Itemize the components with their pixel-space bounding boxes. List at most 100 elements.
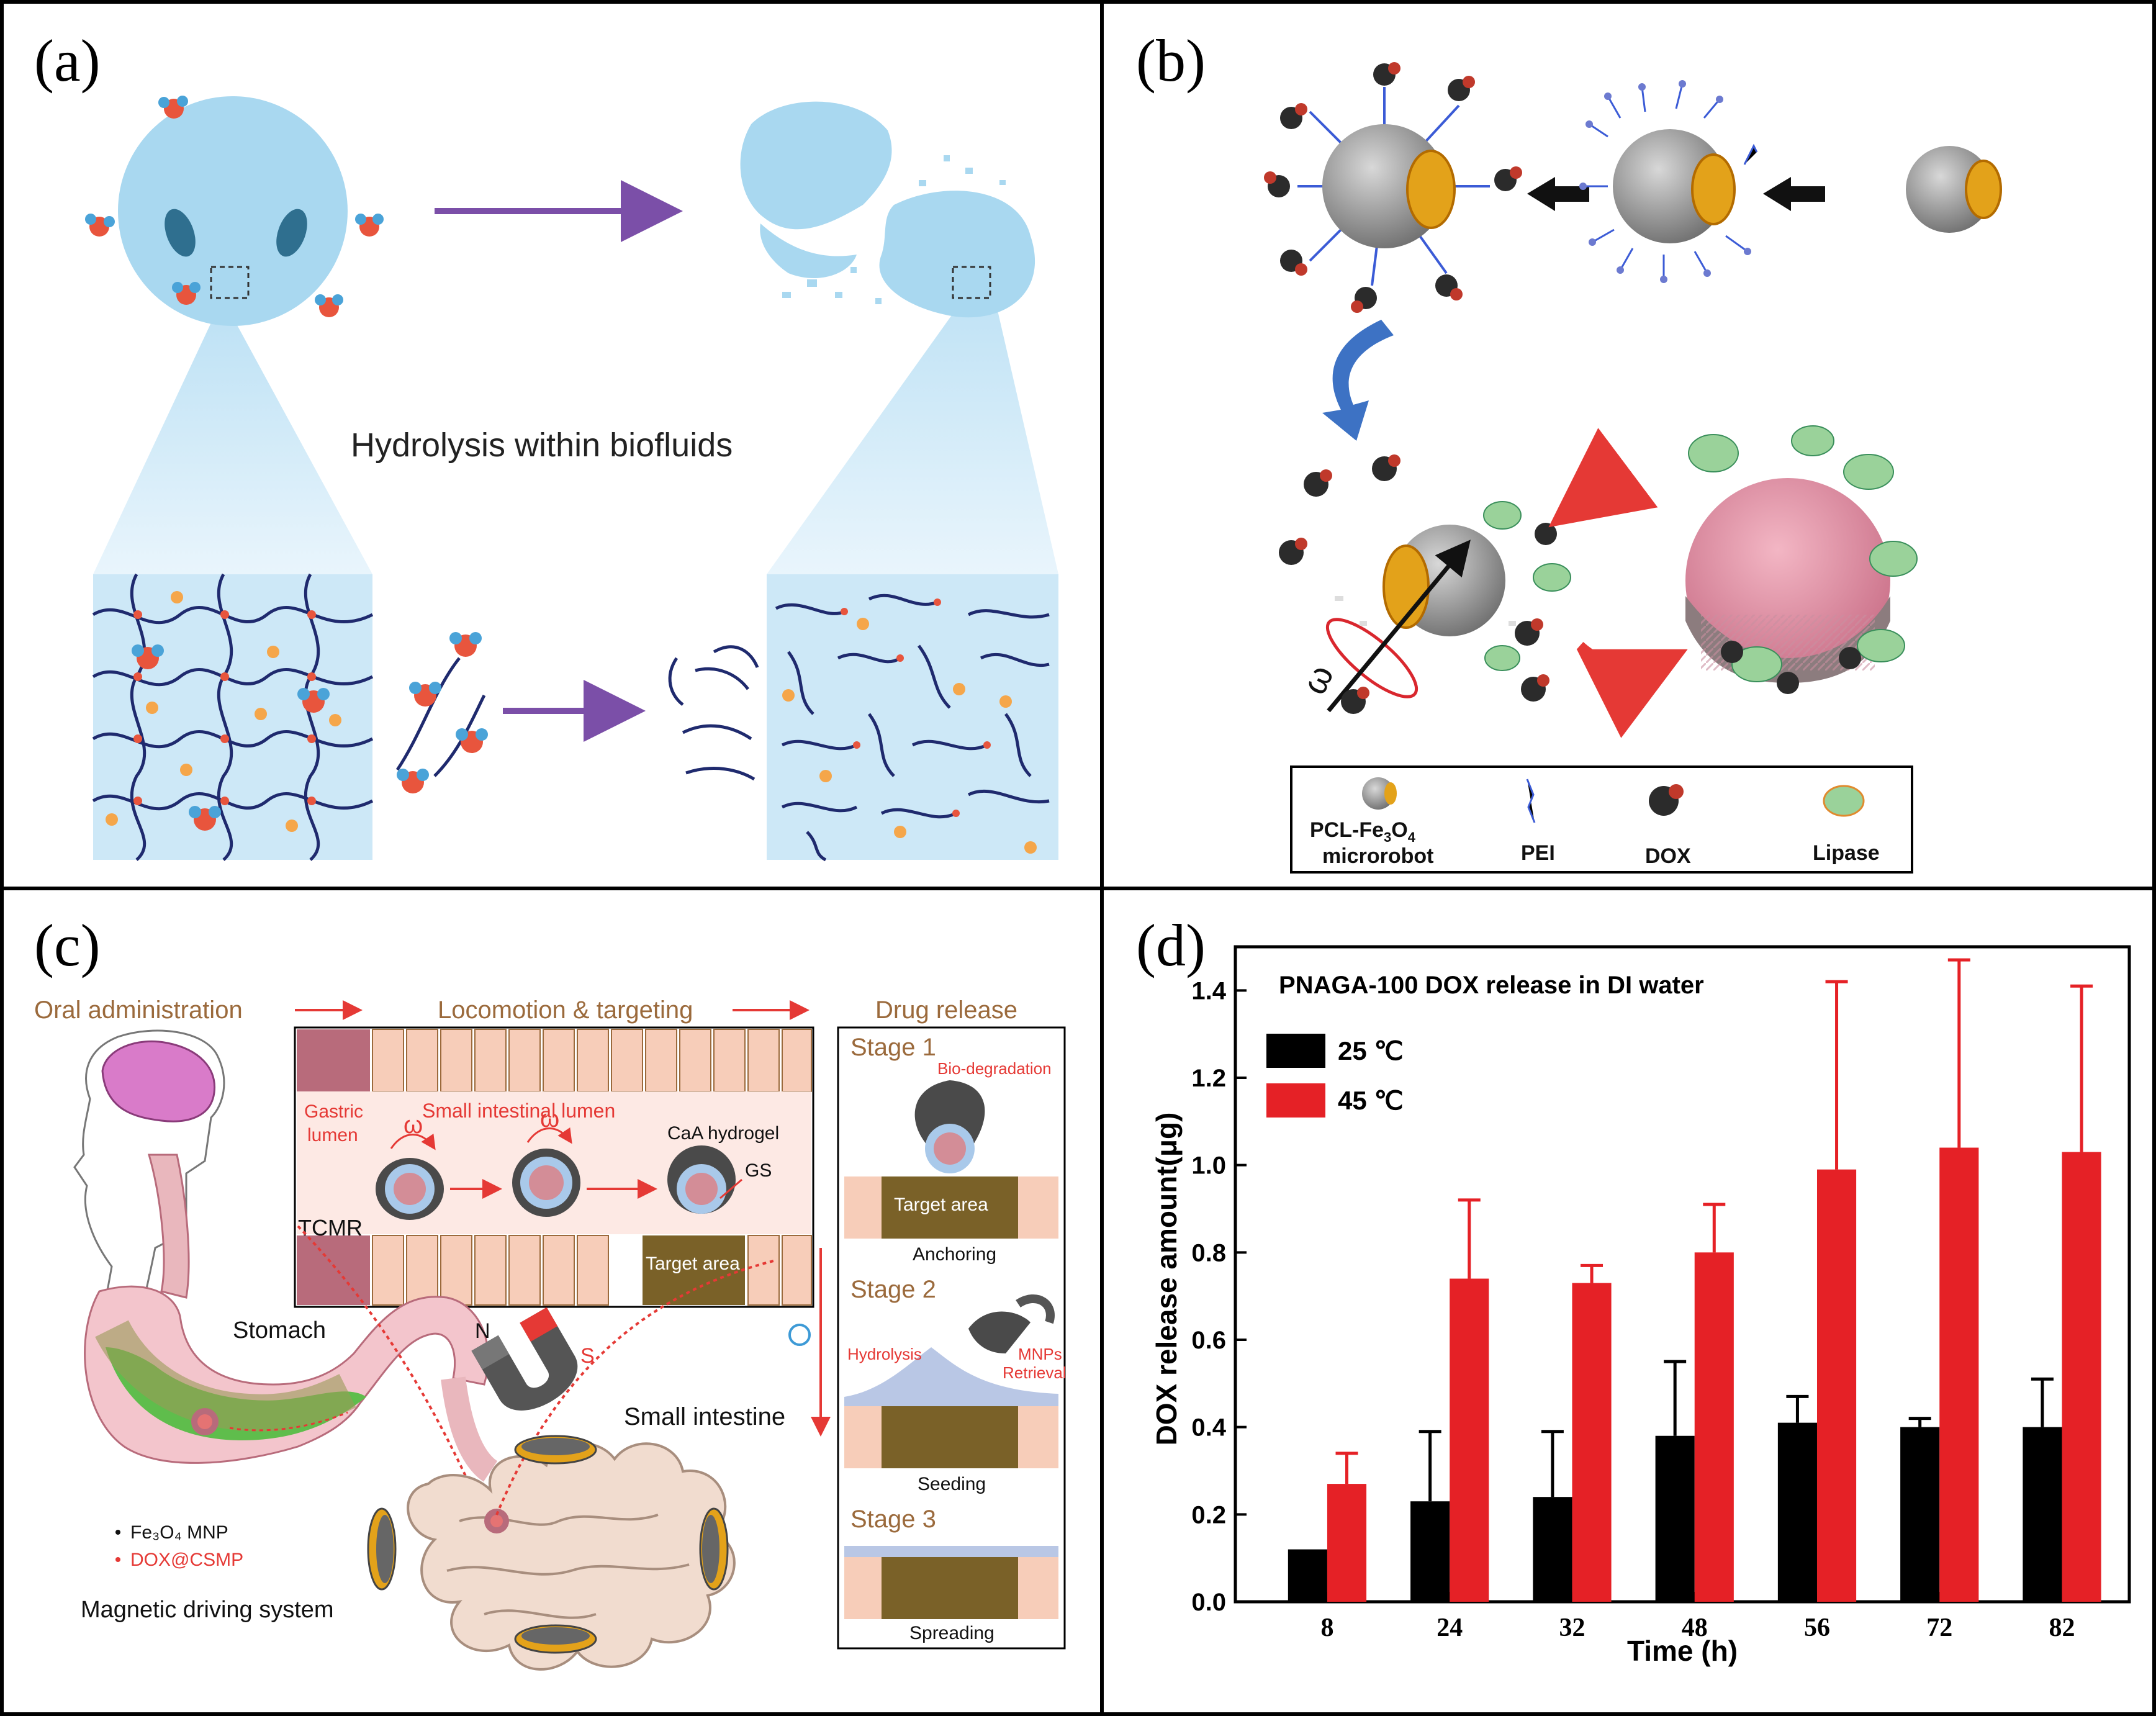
stage-1-caption: Anchoring (913, 1244, 996, 1265)
legend-label: 25 ℃ (1338, 1036, 1404, 1065)
upper-epithelium (297, 1029, 812, 1092)
x-tick-label: 56 (1804, 1614, 1830, 1642)
drug-release-stages: Stage 1 Bio-degradation Target area Anch… (788, 1026, 1067, 1650)
x-tick-label: 48 (1682, 1614, 1708, 1642)
bar-series-1 (1655, 1435, 1695, 1602)
legend-microrobot-line2: microrobot (1322, 844, 1433, 868)
lumen-inset: Gastric lumen Small intestinal lumen (294, 1026, 814, 1308)
x-tick-label: 24 (1437, 1614, 1463, 1642)
cleaving-chains (395, 632, 488, 793)
degraded-network-square (767, 574, 1058, 862)
y-ticks: 0.0 0.2 0.4 0.6 0.8 1.0 1.2 1.4 (1191, 977, 1247, 1616)
magnet-s: S (580, 1344, 595, 1368)
y-tick-label: 1.0 (1191, 1152, 1226, 1180)
degraded-polymer-sphere (740, 101, 1035, 318)
stage-2-note-right-1: MNPs (1018, 1345, 1062, 1363)
cah-label: CaA hydrogel (667, 1123, 779, 1144)
y-tick-label: 0.2 (1191, 1501, 1226, 1529)
y-tick-label: 1.4 (1191, 977, 1226, 1005)
omega-2: ω (540, 1105, 559, 1132)
legend-dox-csmp: DOX@CSMP (130, 1550, 243, 1570)
horseshoe-magnet (471, 1307, 578, 1411)
magnetic-driving-system: Magnetic driving system (81, 1597, 334, 1623)
intact-network-square (92, 573, 374, 861)
legend-microrobot-line1: PCL-Fe3O4 (1310, 818, 1416, 845)
legend-pei: PEI (1521, 841, 1555, 865)
arrow-left-2 (1763, 177, 1825, 211)
intact-polymer-sphere (118, 96, 348, 326)
gastric-lumen-1: Gastric (304, 1101, 363, 1122)
legend-fe3o4-mnp: Fe₃O₄ MNP (130, 1522, 228, 1543)
stage-2-note-left: Hydrolysis (847, 1345, 922, 1363)
small-intestine-label: Small intestine (624, 1403, 785, 1430)
bar-series-2 (2062, 1152, 2101, 1602)
x-tick-label: 82 (2049, 1614, 2075, 1642)
x-tick-label: 72 (1926, 1614, 1952, 1642)
legend-dox: DOX (1645, 844, 1691, 868)
legend-label: 45 ℃ (1338, 1086, 1404, 1115)
panel-a-label: (a) (34, 27, 101, 94)
stage-2-caption: Seeding (918, 1474, 986, 1494)
x-tick-label: 32 (1559, 1614, 1585, 1642)
bar-series-2 (1816, 1169, 1857, 1602)
bar-series-2 (1694, 1252, 1734, 1602)
free-dox-top (1494, 166, 1522, 191)
panel-a: (a) (34, 27, 1058, 862)
bars (1288, 958, 2101, 1602)
small-intestinal-lumen: Small intestinal lumen (422, 1100, 615, 1122)
x-axis-label: Time (h) (1627, 1635, 1738, 1667)
y-tick-label: 0.4 (1191, 1414, 1226, 1442)
human-silhouette (73, 1029, 225, 1336)
panel-b-legend: PCL-Fe3O4 microrobot PEI DOX Lipase (1290, 765, 1913, 874)
step-oral: Oral administration (34, 996, 243, 1024)
x-tick-label: 8 (1320, 1614, 1333, 1642)
zoom-cone-left (93, 323, 372, 574)
chart-title: PNAGA-100 DOX release in DI water (1279, 972, 1704, 999)
legend-swatch (1266, 1034, 1325, 1068)
pei-coated-robot (1579, 80, 1758, 283)
polymer-fragments (668, 645, 759, 781)
bar-series-2 (1939, 1147, 1979, 1602)
panel-b-label: (b) (1136, 27, 1206, 94)
stage-1-title: Stage 1 (850, 1034, 936, 1061)
y-axis-label: DOX release amount(μg) (1150, 1113, 1183, 1446)
lower-epithelium (297, 1235, 812, 1306)
red-arrow-back (1548, 428, 1658, 528)
gastric-lumen-2: lumen (307, 1125, 358, 1145)
stage-1-area: Target area (894, 1194, 988, 1215)
panel-d: (d) PNAGA-100 DOX release in DI water DO… (1136, 912, 2131, 1667)
omega-label-b: ω (1294, 659, 1341, 700)
bar-series-1 (1288, 1549, 1327, 1602)
lipase-degrading-sphere (1685, 425, 1918, 694)
stage-1-note: Bio-degradation (937, 1059, 1052, 1078)
zoom-cone-right (767, 292, 1058, 574)
panel-b: (b) (1136, 27, 2002, 874)
y-tick-label: 0.0 (1191, 1589, 1226, 1616)
red-arrow-forward (1576, 641, 1688, 738)
tcmr-label: TCMR (298, 1215, 363, 1240)
bar-series-1 (1533, 1497, 1572, 1602)
bar-series-2 (1327, 1484, 1367, 1602)
bar-series-1 (1777, 1422, 1817, 1602)
panel-c: (c) Oral administration Locomotion & tar… (34, 912, 1067, 1671)
target-area-inset: Target area (646, 1253, 740, 1274)
stage-3-title: Stage 3 (850, 1506, 936, 1533)
legend-swatch (1266, 1083, 1325, 1118)
stage-2-title: Stage 2 (850, 1276, 936, 1303)
panel-c-label: (c) (34, 912, 101, 978)
magnet-n: N (475, 1319, 490, 1343)
bar-series-2 (1572, 1283, 1612, 1602)
degraded-zoom-box (952, 266, 991, 299)
y-tick-label: 0.6 (1191, 1327, 1226, 1354)
dox-release-chart: PNAGA-100 DOX release in DI water DOX re… (1150, 945, 2131, 1667)
stomach-label: Stomach (233, 1317, 326, 1343)
omega-1: ω (404, 1111, 423, 1139)
bar-series-2 (1450, 1278, 1489, 1602)
tcmr-robot-2 (512, 1149, 580, 1217)
magnetic-coils (367, 1435, 729, 1654)
y-tick-label: 0.8 (1191, 1239, 1226, 1267)
y-tick-label: 1.2 (1191, 1065, 1226, 1092)
panel-d-label: (d) (1136, 912, 1206, 978)
bar-series-1 (1410, 1501, 1450, 1602)
